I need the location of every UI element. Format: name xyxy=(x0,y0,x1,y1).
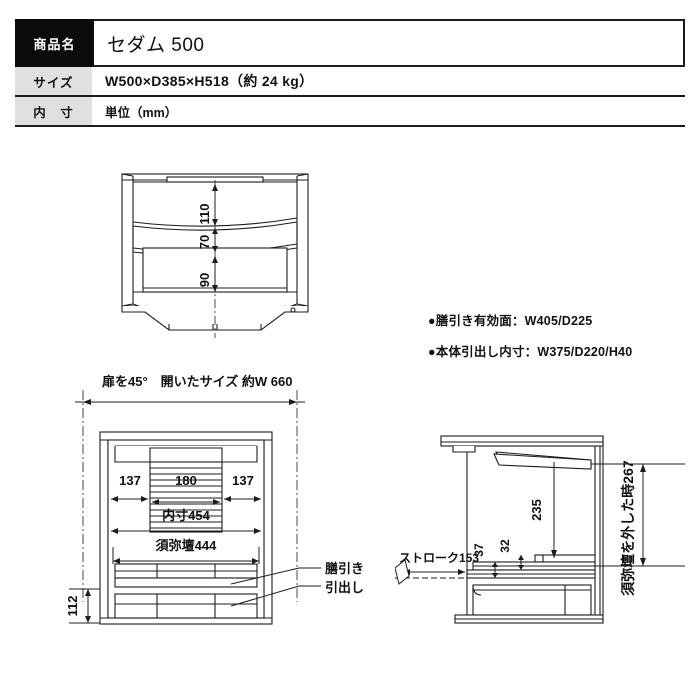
drawing-plan-view: 扉を45° 開いたサイズ 約W 660 xyxy=(55,372,385,662)
side-drawer-box xyxy=(472,584,592,616)
drawing-front-view: 110 70 90 xyxy=(105,160,345,340)
spec-label-size: サイズ xyxy=(15,67,92,95)
side-dim-235-label: 235 xyxy=(529,499,544,521)
side-dim-stroke: ストローク153 xyxy=(395,551,479,585)
note-item-drawer: ●本体引出し内寸：W375/D220/H40 xyxy=(428,345,633,359)
plan-dim-112: 112 xyxy=(65,588,100,624)
side-dim-37: 37 xyxy=(472,543,498,578)
side-zenbiki-tray xyxy=(466,561,596,579)
spec-label-product-name: 商品名 xyxy=(15,19,94,67)
plan-dim-180-label: 180 xyxy=(175,473,197,488)
spec-value-inner-dimension: 単位（mm） xyxy=(105,105,178,120)
plan-extension-lines xyxy=(82,390,298,602)
plan-callout-drawer-label: 引出し xyxy=(325,580,364,595)
side-dim-267-label: 須弥壇を外した時267 xyxy=(620,460,636,597)
side-bottom-board xyxy=(454,614,604,624)
plan-dim-shumidan: 須弥壇444 xyxy=(112,538,260,564)
plan-center-column xyxy=(149,461,223,533)
plan-dim-inner-label: 内寸454 xyxy=(162,508,210,523)
spec-label-inner-dimension: 内 寸 xyxy=(15,97,92,125)
plan-dim-137-right-label: 137 xyxy=(232,473,254,488)
side-top-board xyxy=(440,435,604,453)
plan-callouts: 膳引き 引出し xyxy=(230,561,364,607)
plan-callout-zenbiki-label: 膳引き xyxy=(325,561,364,576)
plan-zenbiki-band xyxy=(114,563,258,588)
plan-dim-180: 180 xyxy=(152,473,220,505)
front-view-dim-70-label: 70 xyxy=(197,235,212,249)
plan-drawer-band xyxy=(114,593,258,619)
spec-table: 商品名 セダム 500 サイズ W500×D385×H518（約 24 kg） … xyxy=(15,19,685,127)
side-shumidan-platform xyxy=(534,554,596,563)
side-dim-37-label: 37 xyxy=(472,543,486,557)
front-view-dim-110: 110 xyxy=(197,184,218,226)
plan-dim-137-left-label: 137 xyxy=(119,473,141,488)
side-dim-stroke-label: ストローク153 xyxy=(399,551,479,565)
front-view-dim-110-label: 110 xyxy=(197,204,212,225)
plan-dim-inner: 内寸454 xyxy=(111,508,261,534)
front-view-dim-70: 70 xyxy=(197,228,218,252)
front-view-dim-90: 90 xyxy=(197,256,218,292)
spec-value-product-name: セダム 500 xyxy=(107,34,205,56)
side-dim-267: 須弥壇を外した時267 xyxy=(591,460,685,597)
plan-dim-112-label: 112 xyxy=(65,596,80,617)
side-back-panel xyxy=(594,436,604,622)
drawing-side-view: ストローク153 37 32 xyxy=(395,400,695,670)
spec-row-size: サイズ W500×D385×H518（約 24 kg） xyxy=(15,67,685,97)
side-dim-235: 235 xyxy=(529,462,557,558)
front-view-dim-90-label: 90 xyxy=(197,273,212,287)
note-list: ●膳引き有効面：W405/D225 ●本体引出し内寸：W375/D220/H40 xyxy=(428,310,632,372)
plan-dim-660: 扉を45° 開いたサイズ 約W 660 xyxy=(75,374,305,405)
side-dim-32: 32 xyxy=(498,539,524,570)
plan-dim-137-right: 137 xyxy=(224,473,261,502)
plan-dim-137-left: 137 xyxy=(111,473,148,502)
side-door-flap xyxy=(493,451,592,470)
spec-row-product-name: 商品名 セダム 500 xyxy=(15,19,685,67)
spec-value-size: W500×D385×H518（約 24 kg） xyxy=(105,73,314,89)
side-dim-32-label: 32 xyxy=(498,539,512,553)
note-item-zenbiki: ●膳引き有効面：W405/D225 xyxy=(428,314,593,328)
plan-dim-660-label: 扉を45° 開いたサイズ 約W 660 xyxy=(102,374,292,389)
spec-row-inner-dimension: 内 寸 単位（mm） xyxy=(15,97,685,127)
plan-dim-shumidan-label: 須弥壇444 xyxy=(155,538,217,553)
